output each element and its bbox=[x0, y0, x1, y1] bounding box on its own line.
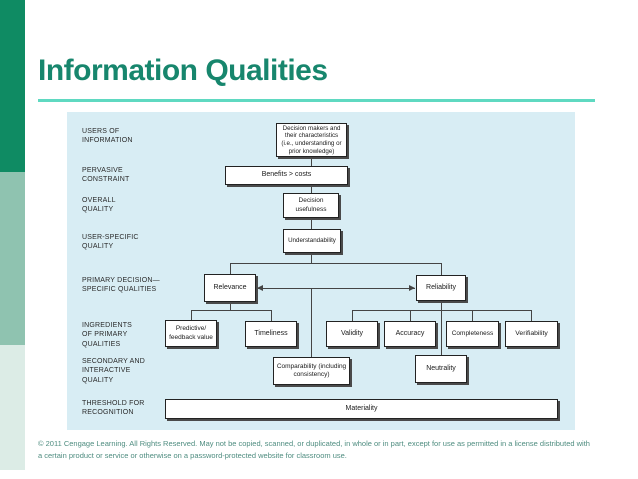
connector-usefulness-understandability bbox=[311, 218, 312, 229]
connector-branch-horizontal bbox=[230, 263, 442, 264]
connector-reliability-neutrality bbox=[441, 301, 442, 355]
row-label-users-of-information: USERS OF INFORMATION bbox=[82, 128, 133, 145]
box-decision-usefulness: Decision usefulness bbox=[283, 193, 339, 218]
box-verifiability: Verifiability bbox=[505, 321, 558, 347]
accent-segment-dark bbox=[0, 0, 25, 172]
row-label-ingredients-of-primary-qualities: INGREDIENTS OF PRIMARY QUALITIES bbox=[82, 322, 133, 348]
accent-segment-medium bbox=[0, 172, 25, 345]
box-timeliness: Timeliness bbox=[245, 321, 297, 347]
box-materiality: Materiality bbox=[165, 399, 558, 419]
copyright-text: © 2011 Cengage Learning. All Rights Rese… bbox=[38, 439, 590, 460]
title-underline bbox=[38, 99, 595, 102]
row-label-threshold-for-recognition: THRESHOLD FOR RECOGNITION bbox=[82, 400, 145, 417]
box-neutrality: Neutrality bbox=[415, 355, 467, 383]
left-accent-bar bbox=[0, 0, 25, 479]
box-completeness: Completeness bbox=[446, 321, 499, 347]
box-decision-makers: Decision makers and their characteristic… bbox=[276, 123, 347, 157]
box-understandability: Understandability bbox=[283, 229, 341, 253]
connector-benefits-usefulness bbox=[311, 185, 312, 193]
box-reliability: Reliability bbox=[416, 275, 466, 301]
connector-branch-reliability bbox=[441, 263, 442, 275]
row-label-secondary-and-interactive-quality: SECONDARY AND INTERACTIVE QUALITY bbox=[82, 358, 146, 384]
connector-to-accuracy bbox=[410, 310, 411, 321]
connector-relevance-ingredients bbox=[191, 310, 272, 311]
box-relevance: Relevance bbox=[204, 274, 256, 302]
accent-segment-pale bbox=[0, 345, 25, 470]
box-predictive-feedback-value: Predictive/ feedback value bbox=[165, 320, 217, 347]
connector-arrow-comparability bbox=[311, 288, 312, 357]
row-label-primary-decision-specific-qualities: PRIMARY DECISION—SPECIFIC QUALITIES bbox=[82, 277, 160, 294]
row-label-pervasive-constraint: PERVASIVE CONSTRAINT bbox=[82, 167, 130, 184]
box-benefits-costs: Benefits > costs bbox=[225, 166, 348, 185]
connector-reliability-ingredients bbox=[352, 310, 532, 311]
connector-branch-relevance bbox=[230, 263, 231, 274]
arrowhead-left-icon bbox=[257, 285, 263, 291]
arrowhead-right-icon bbox=[409, 285, 415, 291]
connector-to-timeliness bbox=[271, 310, 272, 321]
slide-title: Information Qualities bbox=[38, 54, 328, 87]
connector-to-completeness bbox=[472, 310, 473, 321]
connector-to-validity bbox=[352, 310, 353, 321]
row-label-overall-quality: OVERALL QUALITY bbox=[82, 197, 116, 214]
box-accuracy: Accuracy bbox=[384, 321, 436, 347]
connector-decisionmakers-benefits bbox=[311, 157, 312, 166]
box-validity: Validity bbox=[326, 321, 378, 347]
connector-relevance-reliability-line bbox=[257, 288, 415, 289]
connector-to-predictive bbox=[191, 310, 192, 320]
box-comparability: Comparability (including consistency) bbox=[273, 357, 350, 385]
connector-to-verifiability bbox=[531, 310, 532, 321]
connector-relevance-down bbox=[230, 302, 231, 310]
row-label-user-specific-quality: USER-SPECIFIC QUALITY bbox=[82, 234, 139, 251]
connector-understandability-branch bbox=[311, 253, 312, 263]
